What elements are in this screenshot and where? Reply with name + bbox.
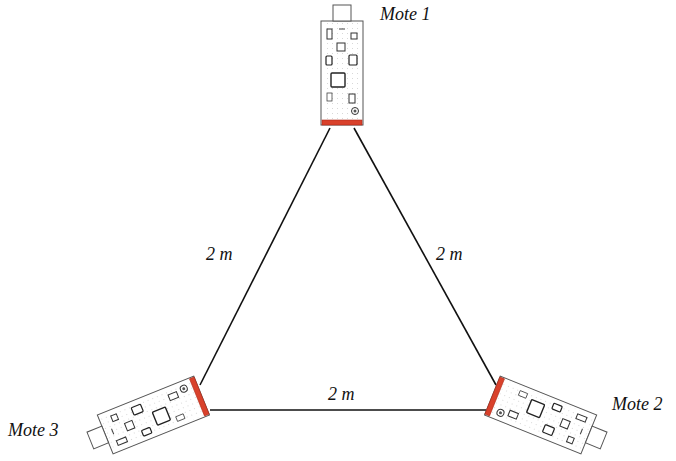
mote-illustration — [480, 372, 616, 458]
distance-label: 2 m — [204, 244, 235, 265]
mote-board: Mote 3 — [78, 372, 214, 458]
mote-label: Mote 2 — [612, 394, 662, 415]
distance-label: 2 m — [326, 384, 357, 405]
distance-line — [200, 128, 330, 385]
mote-board: Mote 1 — [310, 2, 374, 128]
distance-label: 2 m — [434, 244, 465, 265]
mote-illustration — [310, 2, 374, 128]
mote-label: Mote 1 — [380, 4, 430, 25]
distance-line — [354, 128, 496, 385]
distance-line — [210, 409, 486, 411]
mote-label: Mote 3 — [8, 420, 58, 441]
mote-illustration — [78, 372, 214, 458]
mote-board: Mote 2 — [480, 372, 616, 458]
